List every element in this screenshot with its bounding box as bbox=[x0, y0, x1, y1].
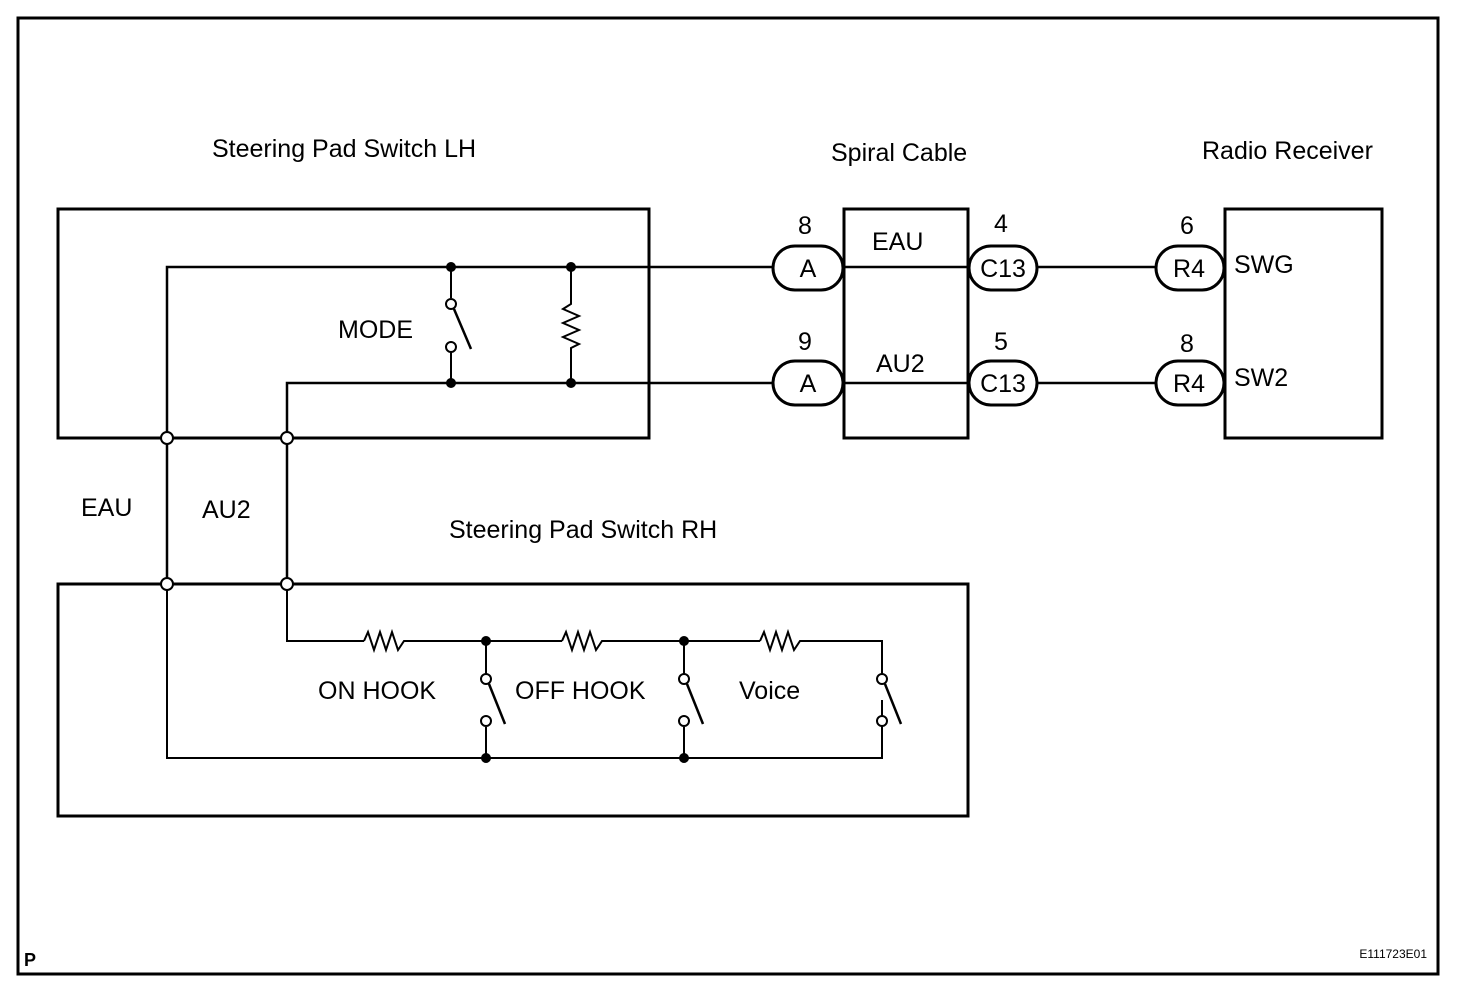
connector-pin: 5 bbox=[994, 328, 1008, 356]
voice-label: Voice bbox=[739, 677, 800, 705]
connector-shape bbox=[1154, 244, 1226, 292]
junction-dot bbox=[679, 636, 689, 646]
connector-pin: 8 bbox=[1180, 330, 1194, 358]
connector-c13-4: C13 4 bbox=[967, 210, 1039, 292]
rh-switch-title: Steering Pad Switch RH bbox=[449, 516, 717, 544]
lh-wiring bbox=[165, 262, 780, 438]
spiral-cable-title: Spiral Cable bbox=[831, 139, 967, 167]
connector-shape bbox=[771, 244, 845, 292]
connector-r4-8: R4 8 bbox=[1154, 330, 1226, 407]
connector-pin: 8 bbox=[798, 212, 812, 240]
switch-contact bbox=[876, 715, 888, 727]
junction-dot bbox=[446, 262, 456, 272]
on-hook-label: ON HOOK bbox=[318, 677, 436, 705]
swg-terminal-label: SWG bbox=[1234, 251, 1294, 279]
switch-contact bbox=[876, 673, 888, 685]
spiral-eau-label: EAU bbox=[872, 228, 923, 256]
connector-code: C13 bbox=[980, 370, 1026, 398]
off-hook-switch-icon bbox=[685, 683, 705, 725]
rh-switch-box bbox=[56, 582, 970, 818]
au2-wire-rh bbox=[286, 590, 364, 642]
connector-shape bbox=[967, 244, 1039, 292]
au2-harness-label: AU2 bbox=[202, 496, 251, 524]
spiral-cable-box bbox=[842, 207, 970, 440]
connector-code: A bbox=[800, 255, 817, 283]
switch-contact bbox=[678, 715, 690, 727]
connector-a-8: A 8 bbox=[771, 212, 845, 292]
terminal-circle bbox=[280, 577, 294, 591]
junction-dot bbox=[566, 262, 576, 272]
sw2-terminal-label: SW2 bbox=[1234, 364, 1288, 392]
au2-wire-lh bbox=[285, 381, 780, 438]
connector-shape bbox=[771, 359, 845, 407]
terminal-circle bbox=[160, 431, 174, 445]
connector-pin: 4 bbox=[994, 210, 1008, 238]
radio-receiver-box bbox=[1223, 207, 1384, 440]
spiral-au2-label: AU2 bbox=[876, 350, 925, 378]
terminal-circle bbox=[160, 577, 174, 591]
junction-dot bbox=[446, 378, 456, 388]
radio-receiver-title: Radio Receiver bbox=[1202, 137, 1373, 165]
eau-wire-rh bbox=[166, 590, 883, 759]
mode-switch-label: MODE bbox=[338, 316, 413, 344]
diagram-frame bbox=[16, 16, 1440, 976]
switch-contact bbox=[678, 673, 690, 685]
connector-code: A bbox=[800, 370, 817, 398]
lh-resistor-icon bbox=[560, 267, 582, 383]
lh-switch-title: Steering Pad Switch LH bbox=[212, 135, 476, 163]
voice-switch-icon bbox=[883, 683, 903, 725]
on-hook-switch-icon bbox=[487, 683, 507, 725]
on-hook-resistor-icon bbox=[363, 628, 562, 654]
junction-dot bbox=[566, 378, 576, 388]
off-hook-label: OFF HOOK bbox=[515, 677, 646, 705]
figure-id: E111723E01 bbox=[1359, 947, 1427, 961]
junction-dot bbox=[481, 636, 491, 646]
junction-dot bbox=[481, 753, 491, 763]
off-hook-resistor-icon bbox=[561, 628, 760, 654]
voice-resistor-icon bbox=[759, 628, 883, 674]
connector-shape bbox=[967, 359, 1039, 407]
connector-code: R4 bbox=[1173, 255, 1205, 283]
connector-pin: 6 bbox=[1180, 212, 1194, 240]
mode-switch-icon bbox=[452, 308, 473, 350]
mode-switch-contact-top bbox=[445, 298, 457, 310]
switch-contact bbox=[480, 673, 492, 685]
switch-contact bbox=[480, 715, 492, 727]
connector-code: C13 bbox=[980, 255, 1026, 283]
lh-switch-box bbox=[56, 207, 651, 440]
connector-c13-5: C13 5 bbox=[967, 328, 1039, 407]
connector-code: R4 bbox=[1173, 370, 1205, 398]
rh-wiring bbox=[166, 590, 903, 763]
connector-r4-6: R4 6 bbox=[1154, 212, 1226, 292]
eau-harness-label: EAU bbox=[81, 494, 132, 522]
connector-pin: 9 bbox=[798, 328, 812, 356]
connector-shape bbox=[1154, 359, 1226, 407]
mode-switch-contact-bottom bbox=[445, 341, 457, 353]
corner-mark: P bbox=[24, 950, 36, 970]
connector-a-9: A 9 bbox=[771, 328, 845, 407]
terminal-circle bbox=[280, 431, 294, 445]
junction-dot bbox=[679, 753, 689, 763]
eau-wire-lh bbox=[165, 265, 780, 438]
